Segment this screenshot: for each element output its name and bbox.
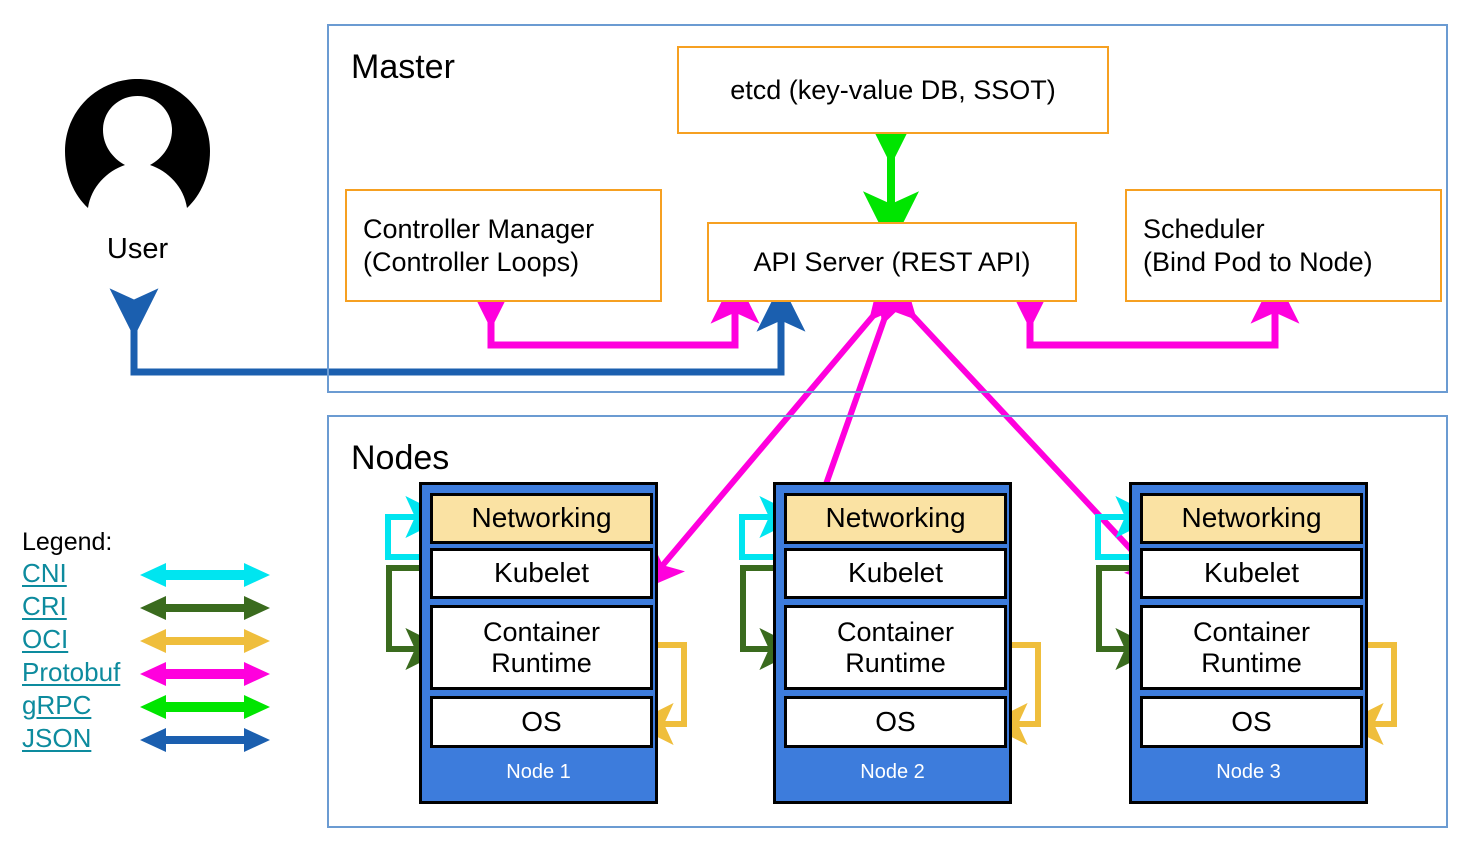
node-card-3[interactable]: Networking Kubelet Container Runtime OS … — [1129, 482, 1368, 804]
connector-node1-cri — [386, 565, 448, 670]
node-2-name-label: Node 2 — [860, 761, 925, 783]
connector-node1-oci — [631, 642, 687, 745]
legend-title: Legend: — [22, 528, 113, 556]
connector-node1-cni — [385, 496, 448, 560]
component-etcd[interactable]: etcd (key-value DB, SSOT) — [677, 46, 1109, 134]
legend-arrow-oci — [140, 629, 270, 653]
node-1-layer-container-runtime[interactable]: Container Runtime — [430, 605, 653, 690]
node-3-kubelet-label: Kubelet — [1204, 557, 1299, 589]
node-3-name-label: Node 3 — [1216, 761, 1281, 783]
node-2-layer-container-runtime[interactable]: Container Runtime — [784, 605, 1007, 690]
node-1-kubelet-label: Kubelet — [494, 557, 589, 589]
node-1-layer-networking[interactable]: Networking — [430, 493, 653, 544]
legend-arrow-protobuf — [140, 662, 270, 686]
legend-arrow-grpc — [140, 695, 270, 719]
component-api-server-label: API Server (REST API) — [753, 246, 1031, 277]
node-3-os-label: OS — [1231, 705, 1272, 737]
node-1-layer-kubelet[interactable]: Kubelet — [430, 548, 653, 599]
node-1-name-label: Node 1 — [506, 761, 571, 783]
node-2-container-runtime-label: Container Runtime — [836, 617, 955, 678]
node-2-networking-label: Networking — [825, 502, 966, 534]
node-2-kubelet-label: Kubelet — [848, 557, 943, 589]
nodes-group-title: Nodes — [351, 439, 450, 477]
node-2-os-label: OS — [875, 705, 916, 737]
user-actor-label: User — [106, 233, 169, 265]
connector-apiserver-kubelet-node3-protobuf — [872, 275, 1168, 590]
legend-arrow-json — [140, 728, 270, 752]
connector-node3-cni — [1095, 496, 1158, 560]
legend-item-cri[interactable]: CRI — [22, 591, 67, 621]
component-controller-manager[interactable]: Controller Manager (Controller Loops) — [345, 189, 662, 302]
component-scheduler-label: Scheduler (Bind Pod to Node) — [1143, 213, 1373, 277]
master-group — [327, 24, 1448, 393]
connector-node3-oci — [1341, 642, 1397, 745]
connector-node2-cri — [740, 565, 802, 670]
node-2-layer-os[interactable]: OS — [784, 696, 1007, 748]
node-1-layer-os[interactable]: OS — [430, 696, 653, 748]
nodes-group — [327, 415, 1448, 828]
legend-item-protobuf[interactable]: Protobuf — [22, 657, 121, 687]
node-2-layer-kubelet[interactable]: Kubelet — [784, 548, 1007, 599]
node-3-networking-label: Networking — [1181, 502, 1322, 534]
component-etcd-label: etcd (key-value DB, SSOT) — [730, 74, 1056, 105]
node-3-container-runtime-label: Container Runtime — [1192, 617, 1311, 678]
legend-item-json[interactable]: JSON — [22, 723, 92, 753]
user-avatar-icon — [65, 79, 210, 208]
node-card-2[interactable]: Networking Kubelet Container Runtime OS … — [773, 482, 1012, 804]
master-group-title: Master — [351, 48, 455, 86]
component-controller-manager-label: Controller Manager (Controller Loops) — [363, 213, 595, 277]
legend-arrow-cni — [140, 563, 270, 587]
node-3-layer-container-runtime[interactable]: Container Runtime — [1140, 605, 1363, 690]
legend-arrow-cri — [140, 596, 270, 620]
legend-item-oci[interactable]: OCI — [22, 624, 69, 654]
component-api-server[interactable]: API Server (REST API) — [707, 222, 1077, 302]
connector-node2-cni — [739, 496, 802, 560]
node-1-networking-label: Networking — [471, 502, 612, 534]
component-scheduler[interactable]: Scheduler (Bind Pod to Node) — [1125, 189, 1442, 302]
node-card-1[interactable]: Networking Kubelet Container Runtime OS … — [419, 482, 658, 804]
user-actor[interactable]: User — [60, 75, 215, 275]
node-3-layer-networking[interactable]: Networking — [1140, 493, 1363, 544]
legend-item-cni[interactable]: CNI — [22, 558, 67, 588]
connector-node3-cri — [1096, 565, 1158, 670]
node-3-layer-kubelet[interactable]: Kubelet — [1140, 548, 1363, 599]
legend-item-grpc[interactable]: gRPC — [22, 690, 92, 720]
connector-node2-oci — [985, 642, 1041, 745]
node-3-layer-os[interactable]: OS — [1140, 696, 1363, 748]
node-2-layer-networking[interactable]: Networking — [784, 493, 1007, 544]
node-1-container-runtime-label: Container Runtime — [482, 617, 601, 678]
node-1-os-label: OS — [521, 705, 562, 737]
